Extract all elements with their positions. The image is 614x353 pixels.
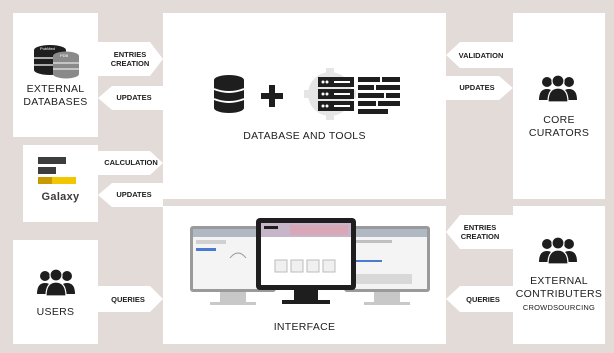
users-label: USERS	[36, 306, 75, 318]
users-group-icon	[37, 268, 75, 297]
curators-group-icon	[539, 74, 577, 103]
plus-icon	[261, 85, 283, 107]
pubmed-icon-text: PubMed	[40, 46, 55, 51]
arrow-queries-right	[446, 286, 513, 312]
arrow-entries-creation-right	[446, 215, 513, 249]
arrow-entries-creation-left	[98, 42, 163, 76]
arrow-queries-left	[98, 286, 163, 312]
crowdsourcing-sublabel: CROWDSOURCING	[522, 303, 596, 312]
arrow-updates-left-top	[98, 86, 163, 110]
updates-right-label: UPDATES	[459, 83, 495, 92]
arrow-validation	[446, 42, 513, 68]
gear-server-icon	[304, 68, 400, 120]
arrow-calculation	[98, 151, 163, 175]
pdb-icon-text: PDB	[60, 53, 69, 58]
database-icon	[213, 75, 245, 113]
external-contributers-box	[513, 206, 605, 344]
queries-left-label: QUERIES	[111, 295, 145, 304]
interface-screens-illustration	[190, 218, 430, 305]
updates-left-bottom-label: UPDATES	[116, 190, 152, 199]
contributers-group-icon	[539, 236, 577, 265]
database-tools-label: DATABASE AND TOOLS	[243, 130, 366, 142]
database-stack-icon: PubMed PDB	[34, 45, 79, 79]
external-contributers-label: EXTERNAL CONTRIBUTERS CROWDSOURCING	[513, 275, 605, 314]
core-curators-box	[513, 13, 605, 199]
arrow-updates-left-bottom	[98, 183, 163, 207]
galaxy-label: Galaxy	[41, 191, 80, 203]
interface-label: INTERFACE	[273, 321, 336, 333]
arrow-updates-right	[446, 76, 513, 100]
updates-left-top-label: UPDATES	[116, 93, 152, 102]
queries-right-label: QUERIES	[466, 295, 500, 304]
calculation-label: CALCULATION	[104, 158, 158, 167]
galaxy-logo-icon	[38, 157, 76, 184]
validation-label: VALIDATION	[458, 51, 504, 60]
